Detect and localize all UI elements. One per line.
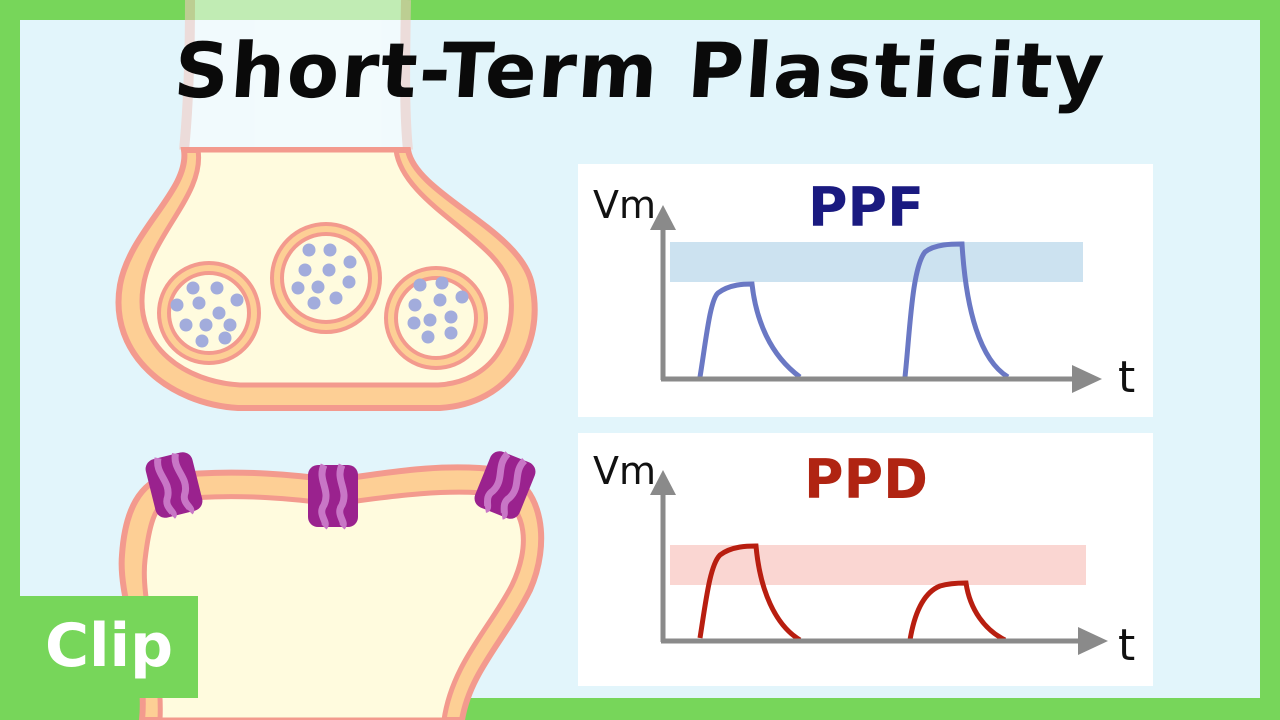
vesicle-middle: [270, 222, 382, 334]
ppd-x-axis-label: t: [1118, 620, 1135, 671]
ppf-y-axis-label: Vm: [593, 183, 656, 227]
ppf-trace: [697, 241, 1010, 380]
axon-shaft: [179, 0, 413, 151]
vesicle-right: [384, 266, 488, 370]
ppd-y-axis-label: Vm: [593, 449, 656, 493]
receptor-left: [145, 452, 203, 519]
receptor-middle: [308, 463, 358, 530]
clip-badge-label: Clip: [44, 611, 174, 681]
ppf-x-axis-label: t: [1118, 352, 1135, 403]
page-title: Short-Term Plasticity: [171, 26, 1109, 115]
clip-badge: [20, 596, 198, 698]
receptor-right: [474, 451, 536, 520]
vesicle-left: [157, 261, 261, 365]
ppd-trace: [697, 543, 1007, 643]
ppf-x-arrowhead: [1072, 365, 1102, 393]
ppf-chart-panel: Vm t PPF: [578, 164, 1153, 417]
ppd-chart-panel: Vm t PPD: [578, 433, 1153, 686]
ppd-threshold-band: [670, 545, 1086, 585]
ppf-y-arrowhead: [650, 205, 676, 230]
ppd-y-arrowhead: [650, 470, 676, 495]
ppf-threshold-band: [670, 242, 1083, 282]
ppf-title: PPF: [808, 176, 924, 239]
ppd-title: PPD: [804, 448, 928, 511]
ppd-x-arrowhead: [1078, 627, 1108, 655]
